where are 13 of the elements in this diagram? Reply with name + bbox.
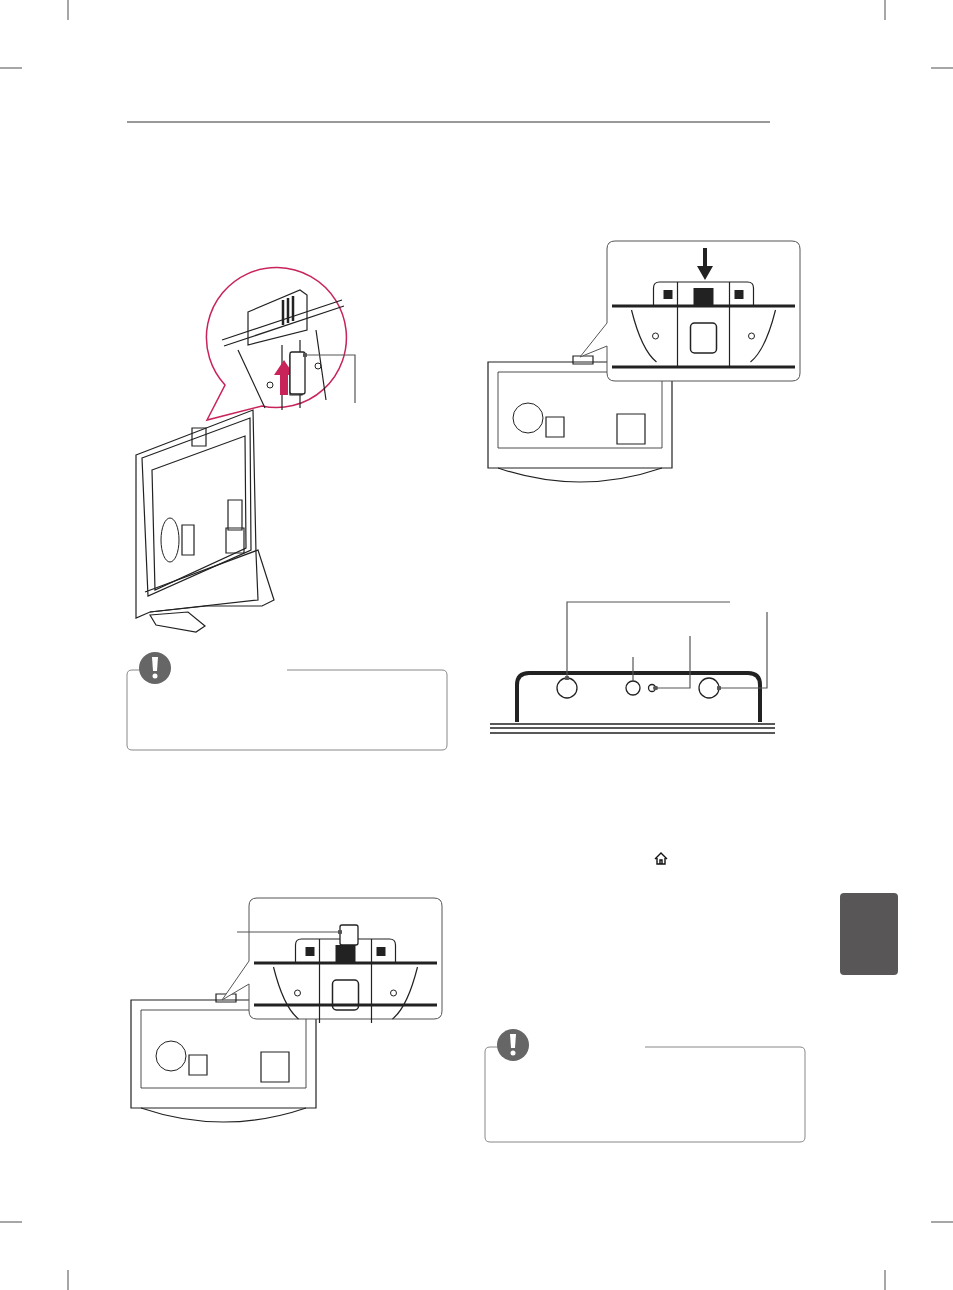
side-tab xyxy=(840,893,898,975)
camera xyxy=(339,924,359,946)
speaker-grille xyxy=(698,677,720,699)
leader-line xyxy=(632,656,634,682)
clip xyxy=(289,351,306,395)
leader-line xyxy=(716,611,768,691)
speaker-grille xyxy=(556,677,578,699)
leader-line xyxy=(236,929,343,935)
leader-line xyxy=(564,601,731,681)
sensor xyxy=(647,683,657,693)
microphone-hole xyxy=(625,680,641,696)
leader-line xyxy=(653,635,691,691)
leader-line xyxy=(302,352,356,404)
